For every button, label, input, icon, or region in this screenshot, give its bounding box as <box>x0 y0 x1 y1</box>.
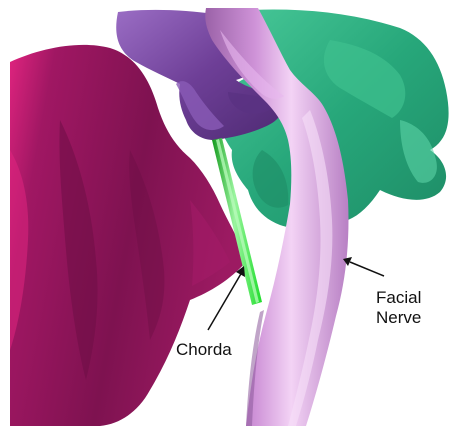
facial-nerve-label: Facial Nerve <box>376 288 421 328</box>
facial-nerve-label-line1: Facial <box>376 288 421 308</box>
facial-nerve-arrow <box>343 257 384 276</box>
chorda-label: Chorda <box>176 340 232 360</box>
facial-nerve-label-line2: Nerve <box>376 308 421 328</box>
